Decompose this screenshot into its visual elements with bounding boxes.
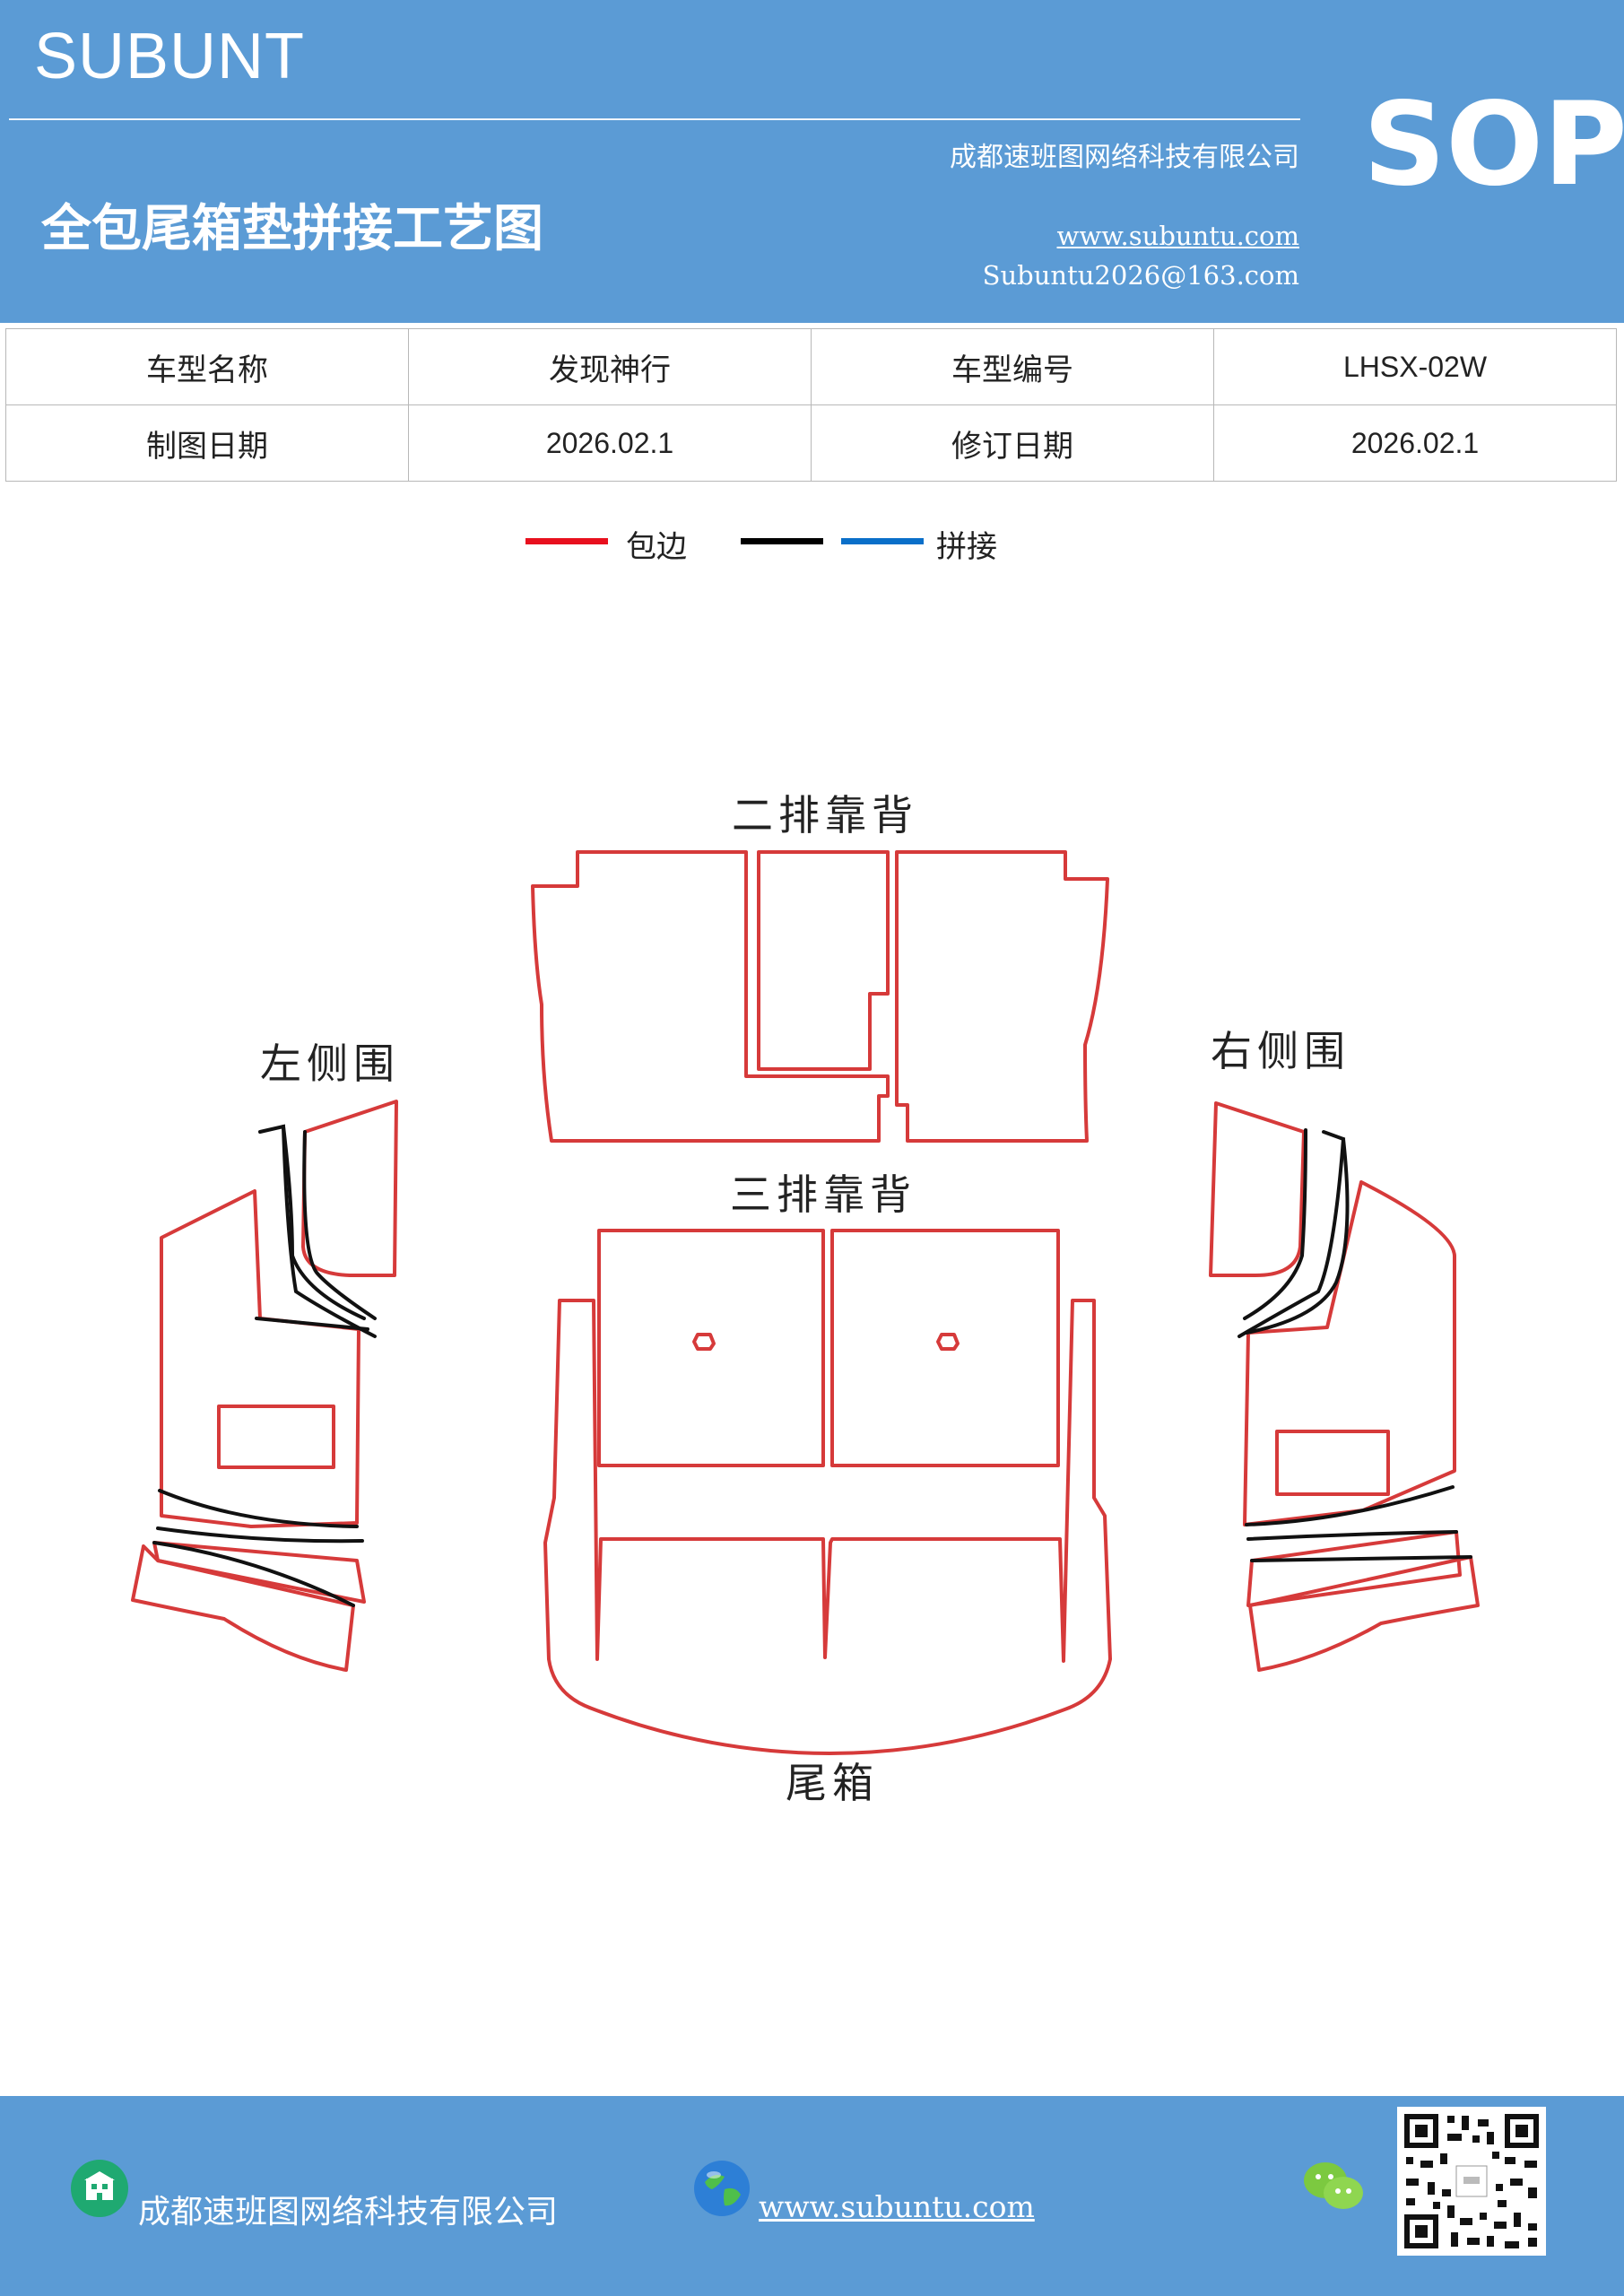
label-trunk: 尾箱 [786, 1759, 879, 1807]
trunk-panel [543, 1299, 1112, 1755]
right-seam-4 [1245, 1485, 1455, 1526]
draw-date-label: 制图日期 [5, 404, 409, 482]
right-seam-3 [1245, 1137, 1350, 1335]
label-left-side: 左侧围 [260, 1039, 400, 1088]
sop-badge: SOP [1363, 78, 1624, 212]
right-side-pocket [1275, 1430, 1390, 1496]
draw-date-value: 2026.02.1 [408, 404, 812, 482]
right-side-lower-strip [1246, 1530, 1462, 1607]
footer-website-link[interactable]: www.subuntu.com [759, 2189, 1035, 2224]
label-second-row: 二排靠背 [732, 791, 918, 839]
header-divider [9, 118, 1300, 120]
model-name-value: 发现神行 [408, 328, 812, 405]
table-row: 制图日期 2026.02.1 修订日期 2026.02.1 [5, 404, 1617, 482]
model-code-value: LHSX-02W [1213, 328, 1617, 405]
third-row-right-panel [830, 1229, 1060, 1467]
header-banner: SUBUNT 成都速班图网络科技有限公司 全包尾箱垫拼接工艺图 www.subu… [0, 0, 1624, 323]
right-side-bottom-piece [1248, 1555, 1480, 1672]
vehicle-info-table: 车型名称 发现神行 车型编号 LHSX-02W 制图日期 2026.02.1 修… [5, 328, 1617, 482]
label-right-side: 右侧围 [1211, 1027, 1350, 1075]
right-seam-2 [1243, 1128, 1307, 1320]
legend-swatch-edge [525, 538, 608, 544]
second-row-center-panel [757, 850, 890, 1071]
mat-splice-diagram: 二排靠背 三排靠背 左侧围 右侧围 尾箱 [131, 791, 1480, 1807]
right-side-main-panel [1243, 1180, 1456, 1526]
revise-date-value: 2026.02.1 [1213, 404, 1617, 482]
second-row-right-panel [895, 850, 1109, 1143]
headrest-hole-left [692, 1333, 716, 1351]
right-side-upper-piece [1209, 1101, 1306, 1277]
third-row-left-panel [597, 1229, 825, 1467]
left-seam-1 [258, 1124, 377, 1338]
building-icon [71, 2160, 128, 2217]
document-title: 全包尾箱垫拼接工艺图 [41, 199, 543, 258]
left-seam-4 [158, 1489, 359, 1528]
legend-label-seam: 拼接 [936, 529, 997, 565]
wechat-icon [1304, 2162, 1363, 2209]
label-third-row: 三排靠背 [730, 1170, 916, 1219]
legend: 包边 拼接 [0, 520, 1624, 574]
legend-swatch-seam [841, 538, 924, 544]
left-side-upper-piece [301, 1100, 398, 1277]
left-seam-3 [302, 1130, 377, 1320]
left-side-bottom-piece [131, 1544, 355, 1672]
left-side-main-panel [160, 1189, 360, 1528]
footer-banner: 成都速班图网络科技有限公司 www.subuntu.com [0, 2096, 1624, 2296]
legend-swatch-black [741, 538, 823, 544]
model-name-label: 车型名称 [5, 328, 409, 405]
left-seam-6 [152, 1541, 355, 1607]
headrest-hole-right [936, 1333, 960, 1351]
revise-date-label: 修订日期 [811, 404, 1214, 482]
model-code-label: 车型编号 [811, 328, 1214, 405]
left-side-lower-strip [152, 1541, 366, 1604]
email-address: Subuntu2026@163.com [982, 260, 1299, 291]
brand-name: SUBUNT [34, 21, 306, 92]
right-seam-5 [1246, 1530, 1458, 1541]
footer-company-name: 成都速班图网络科技有限公司 [138, 2194, 559, 2231]
qr-code [1397, 2107, 1546, 2256]
left-side-pocket [217, 1405, 335, 1469]
table-row: 车型名称 发现神行 车型编号 LHSX-02W [5, 328, 1617, 405]
left-seam-5 [156, 1526, 364, 1544]
company-name: 成都速班图网络科技有限公司 [950, 142, 1299, 173]
legend-label-edge: 包边 [626, 529, 687, 565]
right-seam-6 [1250, 1555, 1472, 1562]
left-seam-2 [282, 1125, 366, 1320]
right-seam-1 [1238, 1130, 1346, 1338]
left-seam-7 [255, 1317, 369, 1331]
website-link[interactable]: www.subuntu.com [1056, 221, 1299, 251]
second-row-left-panel [531, 850, 890, 1143]
globe-icon [694, 2161, 750, 2216]
